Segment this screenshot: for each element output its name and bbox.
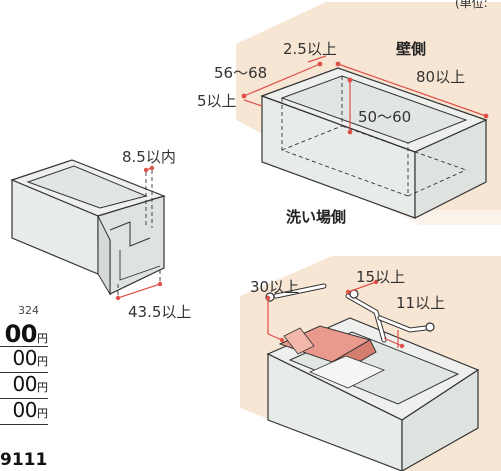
- dim-15-min: 15以上: [356, 268, 405, 286]
- rail-tub-dimension-lines: [265, 279, 405, 349]
- price-row: 00円: [0, 398, 48, 425]
- price-value: 00: [12, 346, 38, 370]
- dim-30-min: 30以上: [250, 278, 299, 296]
- label-wall-side: 壁側: [396, 40, 426, 58]
- small-tub-dimension-lines: [115, 165, 163, 301]
- dim-8-5-max: 8.5以内: [122, 148, 176, 166]
- price-unit: 円: [37, 407, 48, 420]
- label-wash-side: 洗い場側: [286, 208, 346, 226]
- price-row: 00円: [0, 372, 48, 399]
- dim-80-min: 80以上: [416, 68, 465, 86]
- dim-2-5-min: 2.5以上: [283, 40, 337, 58]
- price-value: 00: [12, 372, 38, 396]
- small-tub-figure: 8.5以内 43.5以上: [10, 148, 191, 321]
- price-value: 00: [12, 398, 38, 422]
- price-unit: 円: [37, 381, 48, 394]
- handrails: [265, 283, 435, 343]
- large-tub-figure: 2.5以上 壁側 56〜68 80以上 5以上 50〜60 洗い場側 (単位:: [197, 0, 501, 226]
- dim-5-min: 5以上: [197, 92, 237, 110]
- dim-11-min: 11以上: [396, 294, 445, 312]
- unit-note: (単位:: [455, 0, 488, 10]
- page-number: 324: [18, 304, 39, 317]
- price-row: 00円: [0, 320, 48, 348]
- dim-50-60: 50〜60: [358, 108, 411, 126]
- price-unit: 円: [37, 332, 48, 345]
- product-code: 9111: [0, 450, 48, 470]
- price-row: 00円: [0, 346, 48, 373]
- rail-tub-figure: 30以上 15以上 11以上: [240, 256, 501, 471]
- dim-56-68: 56〜68: [214, 64, 267, 82]
- price-value: 00: [4, 320, 38, 348]
- price-unit: 円: [37, 355, 48, 368]
- large-tub-dimension-lines: [241, 55, 489, 135]
- dim-43-5-min: 43.5以上: [128, 303, 191, 321]
